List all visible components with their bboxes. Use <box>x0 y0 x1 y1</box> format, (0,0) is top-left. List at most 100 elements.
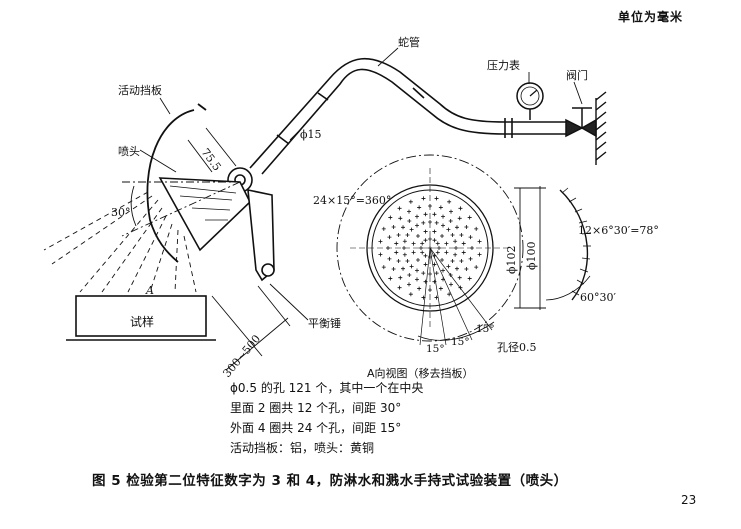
hole-mark <box>449 282 453 287</box>
a-view-drawing <box>336 154 524 346</box>
holes-total-label: 24×15°=360° <box>313 194 391 207</box>
hole-mark <box>459 259 464 264</box>
hole-mark <box>408 292 413 297</box>
a-view-dimensions <box>514 186 591 310</box>
hole-mark <box>407 272 412 277</box>
hole-mark <box>381 226 386 231</box>
hole-mark <box>397 285 402 290</box>
hole-mark <box>401 266 406 271</box>
note-line: 活动挡板：铝，喷头：黄铜 <box>230 441 375 455</box>
hole-mark <box>440 233 445 238</box>
hole-mark <box>464 267 469 271</box>
hole-mark <box>411 241 416 246</box>
hole-dia-label: 孔径0.5 <box>497 341 537 354</box>
test-specimen-label: 试样 <box>130 314 154 329</box>
unit-label: 单位为毫米 <box>618 10 684 24</box>
pressure-gauge <box>516 82 544 120</box>
hole-mark <box>415 268 419 273</box>
hole-mark <box>423 238 428 243</box>
angle-15-c: 15° <box>426 343 445 355</box>
hole-mark <box>409 227 414 232</box>
hole-mark <box>401 225 406 230</box>
hole-mark <box>414 277 419 282</box>
hole-mark <box>453 252 458 257</box>
hole-mark <box>428 220 432 224</box>
hole-mark <box>396 232 401 237</box>
page-number: 23 <box>681 493 697 507</box>
hole-mark <box>398 275 403 280</box>
figure-notes: ϕ0.5 的孔 121 个，其中一个在中央 里面 2 圈共 12 个孔，间距 3… <box>230 378 423 458</box>
hole-mark <box>378 252 383 257</box>
hole-mark <box>447 292 452 297</box>
hole-mark <box>434 271 439 276</box>
hole-mark <box>432 262 437 267</box>
hole-mark <box>381 265 386 270</box>
hole-mark <box>467 276 472 281</box>
hole-mark <box>394 241 399 246</box>
hole-mark <box>409 264 414 269</box>
hole-mark <box>387 235 392 240</box>
hole-mark <box>468 256 473 261</box>
hole-mark <box>415 258 420 263</box>
leader-lines <box>139 47 583 321</box>
hole-mark <box>428 288 432 292</box>
counterweight-label: 平衡锤 <box>308 316 341 330</box>
hole-mark <box>388 276 393 281</box>
spray <box>43 191 197 293</box>
hole-mark <box>438 205 443 210</box>
arrow-a-label: A <box>145 284 154 297</box>
hole-mark <box>432 238 437 243</box>
angle-60-30-label: 60°30′ <box>580 291 616 304</box>
hole-mark <box>419 246 423 250</box>
hole-mark <box>454 225 459 230</box>
distance-label: 300~500 <box>220 332 263 380</box>
hole-mark <box>446 264 451 269</box>
hole-mark <box>405 233 410 237</box>
hole-mark <box>441 214 446 219</box>
hole-mark <box>438 286 443 291</box>
figure-5: 蛇管 压力表 阀门 活动挡板 喷头 75.5 ϕ15 30° A 试样 平衡锤 … <box>43 35 659 380</box>
hole-mark <box>378 239 383 244</box>
hole-mark <box>398 216 403 221</box>
hole-mark <box>435 241 440 246</box>
valve-label: 阀门 <box>566 68 588 82</box>
pressure-gauge-label: 压力表 <box>487 58 520 72</box>
hole-mark <box>454 266 459 271</box>
hole-mark <box>464 225 469 229</box>
hole-mark <box>407 219 412 224</box>
hole-mark <box>449 209 453 214</box>
hole-mark <box>391 225 396 229</box>
hole-mark <box>420 241 425 246</box>
wall <box>595 91 607 165</box>
hole-mark <box>420 250 425 255</box>
hole-mark <box>458 206 463 211</box>
dia-100-label: ϕ100 <box>525 242 538 271</box>
nozzle-holes <box>378 196 482 300</box>
angle-30-label: 30° <box>111 206 131 219</box>
hole-mark <box>453 239 458 244</box>
hole-mark <box>415 223 419 228</box>
angle-lines <box>121 181 241 237</box>
hole-mark <box>470 246 474 250</box>
hole-mark <box>432 212 437 217</box>
hole-mark <box>415 233 420 238</box>
hole-mark <box>408 199 413 204</box>
hole-mark <box>448 219 453 224</box>
hole-mark <box>428 204 432 208</box>
hole-mark <box>417 286 422 291</box>
hole-mark <box>396 259 401 264</box>
hole-mark <box>432 229 437 234</box>
hole-mark <box>446 227 451 232</box>
hole-mark <box>423 229 428 234</box>
hole-mark <box>447 199 452 204</box>
angle-15-a: 15° <box>476 323 495 335</box>
hole-mark <box>421 220 426 225</box>
hole-mark <box>423 212 428 217</box>
hole-mark <box>457 216 462 221</box>
hose-label: 蛇管 <box>398 35 420 49</box>
hole-mark <box>421 271 426 276</box>
hole-mark <box>461 241 466 246</box>
hole-mark <box>428 237 432 241</box>
dia-102-label: ϕ102 <box>505 246 518 275</box>
note-line: 外面 4 圈共 24 个孔，间距 15° <box>230 421 402 435</box>
